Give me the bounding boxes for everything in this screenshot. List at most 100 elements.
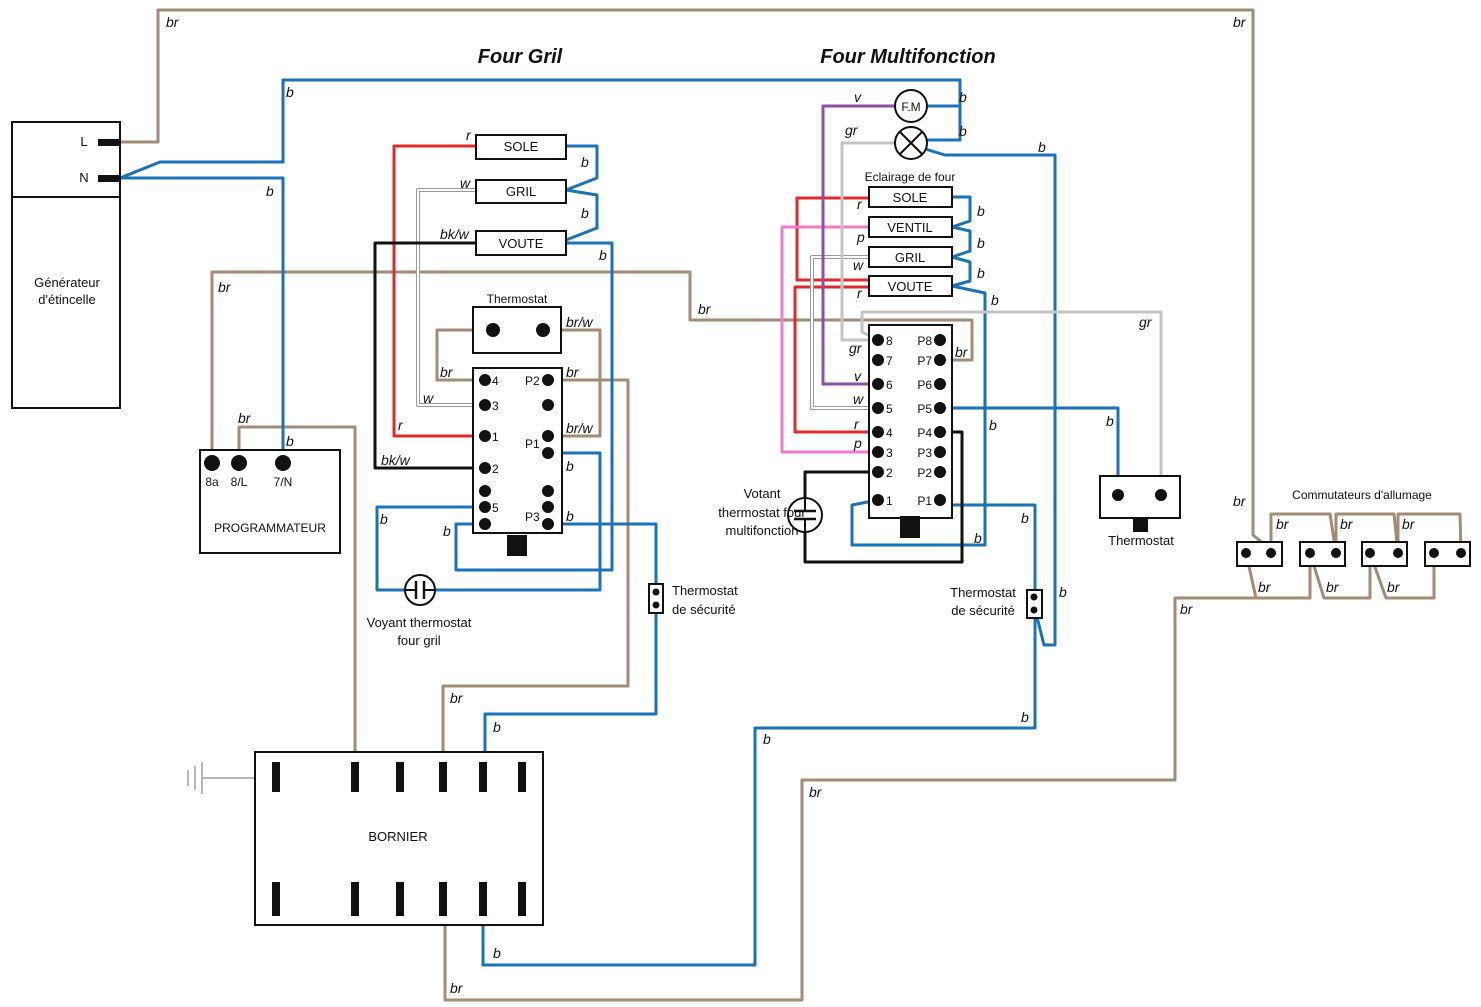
bornier-terminal-bottom xyxy=(351,882,359,916)
gril-thermostat-label: Thermostat xyxy=(487,292,548,306)
mf-terminal-right-label: P6 xyxy=(917,378,932,392)
wire-label: b xyxy=(599,247,607,263)
mf-terminal-left-label: 5 xyxy=(886,402,893,416)
commutateurs-label: Commutateurs d'allumage xyxy=(1292,488,1432,502)
gril-securite-label-line2: de sécurité xyxy=(672,602,736,617)
generateur-label-line2: d'étincelle xyxy=(38,292,95,307)
wire-blue-gril-gril-voute xyxy=(564,188,599,242)
wire-label: br xyxy=(218,279,232,295)
wire-label: b xyxy=(977,203,985,219)
wire-label: b xyxy=(977,235,985,251)
gril-terminal-right xyxy=(542,430,554,442)
wire-label: br xyxy=(238,410,252,426)
wire-label: bk/w xyxy=(381,452,411,468)
wire-label: b xyxy=(581,205,589,221)
bornier-terminal-bottom xyxy=(272,882,280,916)
wire-blue-n-programmateur xyxy=(118,176,285,465)
wire-label: b xyxy=(266,183,274,199)
bornier-terminal-bottom xyxy=(479,882,487,916)
mf-terminal-left-label: 1 xyxy=(886,494,893,508)
mf-element-gril-label: GRIL xyxy=(895,250,925,265)
votant-label-line1: Votant xyxy=(744,486,781,501)
wire-label: gr xyxy=(849,340,863,356)
wire-label: br xyxy=(1340,516,1354,532)
wire-label: br xyxy=(1233,493,1247,509)
generateur-terminal-l-label: L xyxy=(80,134,87,149)
mf-terminal-right xyxy=(934,334,946,346)
mf-terminal-right xyxy=(934,446,946,458)
gril-terminal-left-label: 1 xyxy=(492,430,499,444)
gril-terminal-left-label: 5 xyxy=(492,501,499,515)
gril-thermostat-knob xyxy=(507,535,527,556)
wire-blue-mf-sole-ventil xyxy=(950,195,972,229)
wire-brown-8l xyxy=(237,425,357,770)
wire-brown-l-to-switches xyxy=(118,8,1273,552)
mf-terminal-left-label: 2 xyxy=(886,466,893,480)
wire-label: br xyxy=(1326,579,1340,595)
wire-label: r xyxy=(857,285,863,301)
wire-label: bk/w xyxy=(440,226,470,242)
bornier-terminal-top xyxy=(439,762,447,792)
mf-terminal-left-label: 7 xyxy=(886,354,893,368)
wire-label: v xyxy=(854,368,862,384)
mf-thermostat-knob xyxy=(900,516,920,538)
wire-label: r xyxy=(466,127,472,143)
gril-element-sole-label: SOLE xyxy=(504,139,539,154)
gril-element-voute xyxy=(475,230,567,256)
switch-terminal xyxy=(1456,548,1466,558)
wire-label: br xyxy=(450,690,464,706)
gril-thermostat-securite xyxy=(648,583,664,614)
gril-terminal-left xyxy=(479,399,491,411)
wire-brown-switch-chain-top-1 xyxy=(1269,512,1338,555)
wire-label: b xyxy=(566,458,574,474)
gril-terminal-right xyxy=(542,399,554,411)
mf-terminal-left xyxy=(872,378,884,390)
generateur-label-line1: Générateur xyxy=(34,275,100,290)
wire-gray-lamp xyxy=(840,141,897,342)
switch-boxes xyxy=(1236,541,1471,567)
wire-red-mf-sole xyxy=(795,196,871,282)
mf-terminal-left xyxy=(872,466,884,478)
gril-thermostat-terminal xyxy=(486,323,500,337)
mf-thermostat xyxy=(1099,475,1181,519)
wire-label: b xyxy=(443,523,451,539)
wire-label: br xyxy=(1276,516,1290,532)
wire-label: b xyxy=(286,433,294,449)
wire-brown-switches-to-bornier xyxy=(443,596,1258,1002)
wire-label: w xyxy=(853,257,864,273)
mf-thermostat-terminal xyxy=(1155,489,1167,501)
programmateur-terminal-8a xyxy=(204,455,220,471)
wire-label: p xyxy=(856,229,865,245)
wire-blue-mf-gril-voute xyxy=(950,255,972,288)
programmateur-terminal-8l xyxy=(231,455,247,471)
wire-blue-voyant-p1 xyxy=(433,451,602,592)
wire-label: b xyxy=(989,417,997,433)
wire-label: br xyxy=(698,301,712,317)
wire-label: b xyxy=(1059,584,1067,600)
gril-terminal-left xyxy=(479,374,491,386)
programmateur-label: PROGRAMMATEUR xyxy=(214,521,326,535)
wire-blue-lamp-to-securite xyxy=(923,147,1057,647)
wire-label: br xyxy=(809,784,823,800)
switch-terminal xyxy=(1266,548,1276,558)
wire-blue-gril-sole-gril xyxy=(564,144,599,192)
wire-label: b xyxy=(959,123,967,139)
wire-blue-mf-voute xyxy=(850,284,987,547)
gril-element-sole xyxy=(475,134,567,160)
gril-securite-label-line1: Thermostat xyxy=(672,583,738,598)
wire-label: br xyxy=(166,14,180,30)
wire-label: b xyxy=(1021,510,1029,526)
wire-brown-p2 xyxy=(441,378,630,770)
wire-black-votant-top xyxy=(803,470,880,500)
wire-label: gr xyxy=(1139,314,1153,330)
mf-terminal-right-label: P5 xyxy=(917,402,932,416)
gril-terminal-left-label: 3 xyxy=(492,399,499,413)
mf-element-ventil xyxy=(868,216,953,238)
wire-pink-ventil xyxy=(780,225,880,454)
wire-label: r xyxy=(398,417,404,433)
gril-terminal-right xyxy=(542,447,554,459)
four-multifonction: F.M Eclairage de four SOLE VENTIL GRIL V… xyxy=(718,89,1181,619)
